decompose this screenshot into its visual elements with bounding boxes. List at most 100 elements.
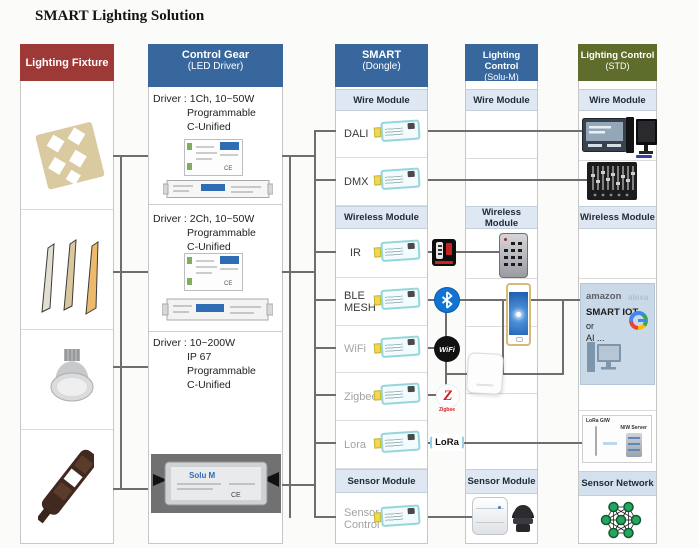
driver-spec-3: Driver : 10~200W IP 67 Programmable C-Un…	[153, 337, 256, 391]
connector-line	[120, 155, 122, 490]
connector-line	[282, 155, 316, 157]
row-dmx-label: DMX	[344, 175, 369, 188]
std-header-line1: Lighting Control	[580, 50, 655, 61]
dongle-header-line2: (Dongle)	[362, 61, 401, 72]
row-dmx: DMX	[336, 158, 427, 206]
google-logo	[629, 311, 648, 330]
row-ir-label: IR	[350, 247, 361, 259]
gear-header: Control Gear (LED Driver)	[148, 44, 283, 87]
connector-line	[113, 155, 148, 157]
connector-line	[113, 366, 148, 368]
dongle-header-line1: SMART	[361, 49, 402, 61]
usb-dongle-icon	[373, 430, 421, 454]
lora-gateway-image: LoRa G/W N/W Server	[582, 415, 652, 463]
connector-line-lora	[428, 442, 588, 444]
connector-line	[562, 299, 564, 374]
connector-line	[314, 130, 336, 132]
std-sensor-network-bar: Sensor Network	[579, 471, 656, 496]
row-ble-mesh-label: BLE MESH	[344, 289, 376, 314]
solum-header-line1: Lighting Control	[482, 50, 521, 72]
row-zigbee-label: Zigbee	[344, 390, 378, 403]
solum-header: Lighting Control (Solu-M)	[465, 44, 538, 82]
usb-dongle-icon	[373, 504, 421, 528]
dome-sensor-image	[509, 500, 537, 535]
dongle-sensor-module-bar: Sensor Module	[336, 469, 427, 493]
ir-remote-image	[499, 233, 528, 278]
row-lora-label: Lora	[344, 438, 367, 451]
ir-remote-icon	[432, 239, 456, 266]
std-header-line2: (STD)	[605, 61, 630, 71]
column-lighting-fixture: Lighting Fixture	[20, 44, 114, 544]
smartphone-image	[506, 283, 531, 346]
std-header: Lighting Control (STD)	[578, 44, 657, 81]
connector-line	[314, 130, 316, 518]
fixture-header-label: Lighting Fixture	[25, 56, 109, 69]
divider	[149, 204, 282, 205]
lora-gw-label: LoRa G/W	[586, 418, 610, 424]
divider	[21, 329, 113, 330]
svg-text:Solu M: Solu M	[189, 471, 216, 480]
gear-header-line2: (LED Driver)	[187, 61, 244, 72]
fixture-header: Lighting Fixture	[20, 44, 114, 81]
pc-silhouette-icon	[587, 340, 621, 378]
nw-server-label: N/W Server	[620, 425, 647, 431]
gateway-image	[465, 352, 505, 395]
connector-line	[113, 271, 148, 273]
connector-line-ir	[428, 251, 506, 253]
connector-line	[445, 373, 564, 375]
connector-line	[314, 347, 336, 349]
driver-1ch-image: CE	[184, 139, 243, 176]
row-sensor-control-label: Sensor Control	[344, 506, 380, 531]
row-wifi: WiFi	[336, 326, 427, 373]
connector-line-dali	[428, 130, 586, 132]
motion-sensor-image	[472, 497, 508, 535]
solum-wire-module-bar: Wire Module	[466, 89, 537, 111]
amazon-logo: amazon	[586, 291, 622, 302]
zigbee-icon: Z	[436, 384, 460, 408]
connector-line	[289, 155, 291, 518]
wifi-icon: WiFi	[434, 336, 460, 362]
std-wireless-module-bar: Wireless Module	[579, 206, 656, 229]
driver-1ch-bar-image	[163, 179, 273, 199]
zigbee-label: Zigbee	[438, 407, 456, 413]
row-dali: DALI	[336, 111, 427, 158]
alexa-logo: alexa	[628, 292, 649, 302]
row-ir: IR	[336, 229, 427, 278]
connector-line	[314, 179, 336, 181]
row-zigbee: Zigbee	[336, 373, 427, 421]
divider	[149, 331, 282, 332]
connector-line	[314, 442, 336, 444]
svg-text:CE: CE	[224, 166, 232, 172]
driver-spec-1: Driver : 1Ch, 10~50W Programmable C-Unif…	[153, 93, 256, 133]
dongle-header: SMART (Dongle)	[335, 44, 428, 87]
std-wire-module-bar: Wire Module	[579, 89, 656, 111]
sensor-network-icon	[599, 499, 643, 541]
solum-sensor-module-bar: Sensor Module	[466, 469, 537, 494]
solum-wireless-module-bar: Wireless Module	[466, 206, 537, 229]
usb-dongle-icon	[373, 287, 421, 311]
iot-line2: or	[586, 321, 595, 331]
dongle-wireless-module-bar: Wireless Module	[336, 206, 427, 229]
row-ble-mesh: BLE MESH	[336, 278, 427, 326]
connector-line-sensor	[428, 516, 480, 518]
connector-line	[502, 299, 504, 374]
street-light-image	[38, 438, 94, 536]
dmx-console-image	[587, 162, 637, 200]
usb-dongle-icon	[373, 167, 421, 191]
connector-line	[314, 516, 336, 518]
page-title: SMART Lighting Solution	[35, 8, 205, 24]
usb-dongle-icon	[373, 335, 421, 359]
solum-header-line2: (Solu-M)	[484, 72, 519, 82]
lora-icon: LoRa	[430, 434, 464, 451]
smart-iot-panel: amazon alexa SMART IOT or AI ...	[580, 283, 655, 385]
row-dali-label: DALI	[344, 128, 369, 140]
row-wifi-label: WiFi	[344, 343, 366, 355]
pc-image	[626, 111, 657, 159]
connector-line	[113, 488, 148, 490]
svg-text:CE: CE	[224, 281, 232, 287]
row-sensor-control: Sensor Control	[336, 493, 427, 544]
driver-2ch-bar-image	[162, 297, 273, 322]
ceiling-light-image	[33, 116, 105, 196]
connector-line	[314, 251, 336, 253]
